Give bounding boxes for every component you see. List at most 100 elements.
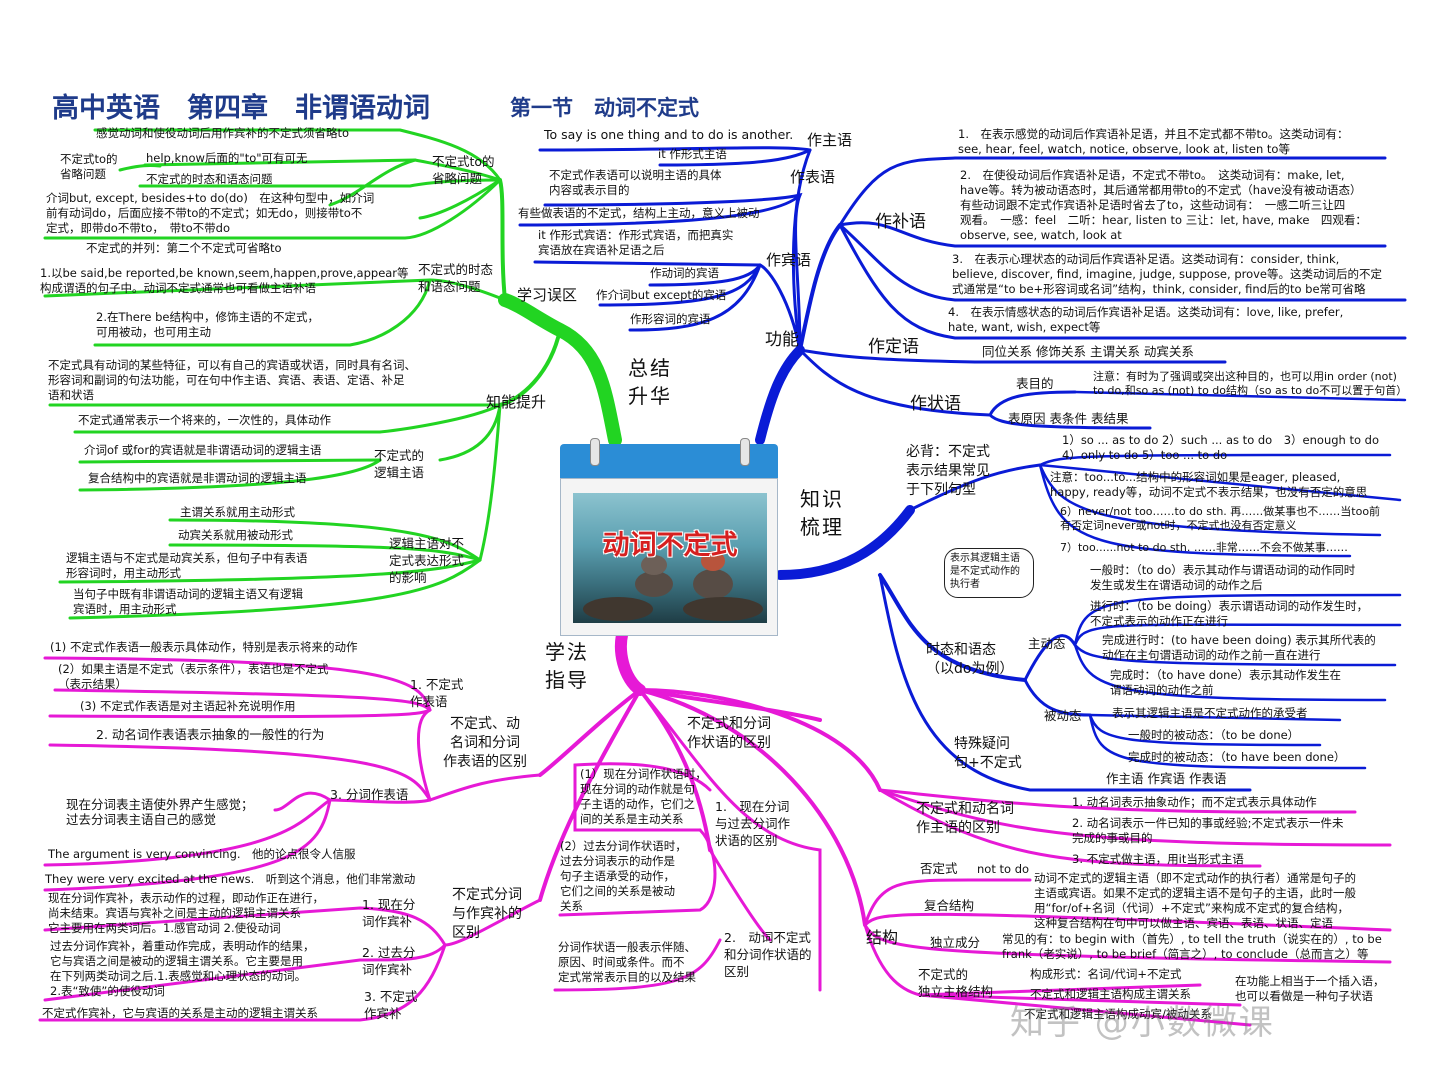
node-predicative: 作表语 xyxy=(790,168,836,186)
tense-a: 1.以be said,be reported,be known,seem,hap… xyxy=(40,266,409,295)
ability-a: 不定式具有动词的某些特征，可以有自己的宾语或状语，同时具有名词、 形容词和副词的… xyxy=(48,358,416,402)
omission-b: 不定式to的 省略问题 xyxy=(60,152,118,181)
obj-3-head: 3. 不定式 作宾补 xyxy=(364,989,418,1021)
complement-a: 1. 在表示感觉的动词后作宾语补足语，并且不定式都不带to。这类动词有： see… xyxy=(958,127,1349,156)
attributive-a: 同位关系 修饰关系 主谓关系 动宾关系 xyxy=(982,344,1194,359)
calendar-ring-left xyxy=(590,438,600,466)
omission-f: 不定式的并列：第二个不定式可省略to xyxy=(86,241,282,255)
effect-d: 当句子中既有非谓语动词的逻辑主语又有逻辑 宾语时，用主动形式 xyxy=(73,587,303,616)
effect-c: 逻辑主语与不定式是动宾关系，但句子中有表语 形容词时，用主动形式 xyxy=(66,551,308,580)
predicative-a: 不定式作表语可以说明主语的具体 内容或表示目的 xyxy=(549,168,722,197)
node-pitfalls: 学习误区 xyxy=(517,286,578,304)
special-a: 作主语 作宾语 作表语 xyxy=(1106,771,1227,786)
pred-1-c: (3) 不定式作表语是对主语起补充说明作用 xyxy=(80,699,296,713)
pred-3-a: 现在分词表主语使外界产生感觉； 过去分词表主语自己的感觉 xyxy=(66,797,254,827)
absolute-b: 不定式和逻辑主语构成主谓关系 xyxy=(1030,987,1191,1001)
pred-3-b: The argument is very convincing. 他的论点很令人… xyxy=(48,847,356,861)
predicative-b: 有些做表语的不定式，结构上主动，意义上被动 xyxy=(518,206,760,220)
adverbial-b: 注意：有时为了强调或突出这种目的，也可以用in order (not) to d… xyxy=(1093,370,1408,397)
stones-photo xyxy=(573,493,767,623)
node-compound: 复合结构 xyxy=(924,898,975,913)
omission-c: help,know后面的"to"可有可无 xyxy=(146,151,308,165)
branch-function: 功能 xyxy=(765,330,799,350)
logic-a: 介词of 或for的宾语就是非谓语动词的逻辑主语 xyxy=(84,443,322,457)
adv-1-b: (2）过去分词作状语时， 过去分词表示的动作是 句子主语承受的动作， 它们之间的… xyxy=(560,839,687,913)
speech-bubble: 表示其逻辑主语 是不定式动作的 执行者 xyxy=(944,548,1034,598)
node-complement: 作补语 xyxy=(875,212,926,232)
diff-a: 1. 动名词表示抽象动作；而不定式表示具体动作 xyxy=(1072,795,1317,809)
obj-1-value: 现在分词作宾补，表示动作的过程，即动作正在进行， 尚未结束。宾语与宾补之间是主动… xyxy=(48,891,324,935)
complement-c: 3. 在表示心理状态的动词后作宾语补足语。这类动词有：consider, thi… xyxy=(952,252,1383,296)
active-c: 完成进行时：(to have been doing) 表示其所代表的 动作在主句… xyxy=(1102,633,1376,662)
node-omission: 不定式to的 省略问题 xyxy=(432,154,495,186)
node-objcomp-diff: 不定式分词 与作宾补的 区别 xyxy=(452,887,522,941)
node-active: 主动态 xyxy=(1028,636,1066,651)
node-tense: 不定式的时态 和语态问题 xyxy=(418,262,494,294)
center-title: 动词不定式 xyxy=(602,530,738,561)
center-calendar-node: 动词不定式 xyxy=(560,438,778,636)
pred-1-head: 1. 不定式 作表语 xyxy=(410,677,464,709)
calendar-ring-right xyxy=(740,438,750,466)
node-absolute: 不定式的 独立主格结构 xyxy=(918,967,994,999)
node-effect: 逻辑主语对不 定式表达形式 的影响 xyxy=(389,536,465,585)
result-b: 注意：too...to...结构中的形容词如果是eager, pleased, … xyxy=(1050,470,1368,499)
object-d: 作形容词的宾语 xyxy=(630,312,711,326)
adv-1-a: (1）现在分词作状语时， 现在分词的动作就是句 子主语的动作，它们之 间的关系是… xyxy=(580,767,707,826)
node-adverbial-diff: 不定式和分词 作状语的区别 xyxy=(687,716,771,751)
logic-b: 复合结构中的宾语就是非谓动词的逻辑主语 xyxy=(88,471,307,485)
node-object: 作宾语 xyxy=(766,251,812,269)
node-predicative-diff: 不定式、动 名词和分词 作表语的区别 xyxy=(443,716,527,770)
passive-a: 表示其逻辑主语是不定式动作的承受者 xyxy=(1112,706,1308,720)
object-c: 作介词but except的宾语 xyxy=(596,288,727,302)
negation-value: not to do xyxy=(977,862,1030,876)
passive-c: 完成时的被动态：（to have been done） xyxy=(1128,750,1346,764)
node-result: 必背：不定式 表示结果常见 于下列句型 xyxy=(906,444,990,498)
effect-b: 动宾关系就用被动形式 xyxy=(178,528,293,542)
obj-2-value: 过去分词作宾补，着重动作完成，表明动作的结果， 它与宾语之间是被动的逻辑主谓关系… xyxy=(50,939,315,998)
compound-value: 动词不定式的逻辑主语（即不定式动作的执行者）通常是句子的 主语或宾语。如果不定式… xyxy=(1034,871,1356,930)
diff-b: 2. 动名词表示一件已知的事或经验;不定式表示一件未 完成的事或目的 xyxy=(1072,816,1344,845)
node-ability: 知能提升 xyxy=(486,393,547,411)
absolute-a: 构成形式：名词/代词+不定式 xyxy=(1030,967,1182,981)
subject-a: To say is one thing and to do is another… xyxy=(544,127,794,142)
node-subject: 作主语 xyxy=(807,131,853,149)
branch-knowledge: 知识 梳理 xyxy=(800,487,844,539)
active-d: 完成时：（to have done）表示其动作发生在 谓语动词的动作之前 xyxy=(1110,668,1342,697)
adverbial-c: 表原因 表条件 表结果 xyxy=(1008,411,1129,426)
subject-b: it 作形式主语 xyxy=(658,147,727,161)
complement-b: 2. 在使役动词后作宾语补足语，不定式不带to。 这类动词有：make, let… xyxy=(960,168,1367,242)
object-b: 作动词的宾语 xyxy=(650,266,719,280)
node-attributive: 作定语 xyxy=(868,337,919,357)
node-adverbial: 作状语 xyxy=(910,394,961,414)
result-d: 7）too......not to do sth. ……非常……不会不做某事…… xyxy=(1060,541,1348,554)
passive-b: 一般时的被动态：（to be done） xyxy=(1128,728,1300,742)
obj-2-head: 2. 过去分 词作宾补 xyxy=(362,945,416,977)
branch-method: 学法 指导 xyxy=(545,640,589,692)
adverbial-a: 表目的 xyxy=(1016,376,1054,391)
active-b: 进行时：（to be doing）表示谓语动词的动作发生时， 不定式表示的动作正… xyxy=(1090,599,1369,628)
result-a: 1）so ... as to do 2）such ... as to do 3）… xyxy=(1062,433,1380,462)
pred-2: 2. 动名词作表语表示抽象的一般性的行为 xyxy=(96,727,325,742)
pred-3-head: 3. 分词作表语 xyxy=(330,787,409,802)
pred-1-a: (1) 不定式作表语一般表示具体动作，特别是表示将来的动作 xyxy=(50,640,358,654)
tense-b: 2.在There be结构中，修饰主语的不定式， 可用被动，也可用主动 xyxy=(96,310,319,339)
absolute-d: 在功能上相当于一个插入语， 也可以看做是一种句子状语 xyxy=(1235,974,1385,1003)
section-subtitle: 第一节 动词不定式 xyxy=(510,96,699,120)
page-title: 高中英语 第四章 非谓语动词 xyxy=(52,93,430,124)
diff-c: 3. 不定式做主语，用it当形式主语 xyxy=(1072,852,1244,866)
node-special: 特殊疑问 句+不定式 xyxy=(954,736,1022,771)
node-tense-voice: 时态和语态 （以do为例） xyxy=(926,642,1014,677)
effect-a: 主谓关系就用主动形式 xyxy=(180,505,295,519)
result-c: 6）never/not too……to do sth. 再……做某事也不……当t… xyxy=(1060,505,1381,532)
active-a: 一般时：（to do）表示其动作与谓语动词的动作同时 发生或发生在谓语动词的动作… xyxy=(1090,563,1356,592)
obj-1-head: 1. 现在分 词作宾补 xyxy=(362,897,416,929)
node-structure: 结构 xyxy=(866,928,899,947)
omission-d: 不定式的时态和语态问题 xyxy=(146,172,273,186)
adv-2-value: 分词作状语一般表示伴随、 原因、时间或条件。而不 定式常常表示目的以及结果 xyxy=(558,940,696,984)
branch-summary: 总结 升华 xyxy=(628,356,672,408)
adv-2-head: 2. 动词不定式 和分词作状语的 区别 xyxy=(724,930,812,979)
node-negation: 否定式 xyxy=(920,861,958,876)
independent-value: 常见的有：to begin with（首先）, to tell the trut… xyxy=(1002,932,1382,961)
obj-3-value: 不定式作宾补，它与宾语的关系是主动的逻辑主谓关系 xyxy=(42,1006,318,1020)
pred-1-b: (2）如果主语是不定式（表示条件），表语也是不定式 （表示结果） xyxy=(58,662,329,691)
